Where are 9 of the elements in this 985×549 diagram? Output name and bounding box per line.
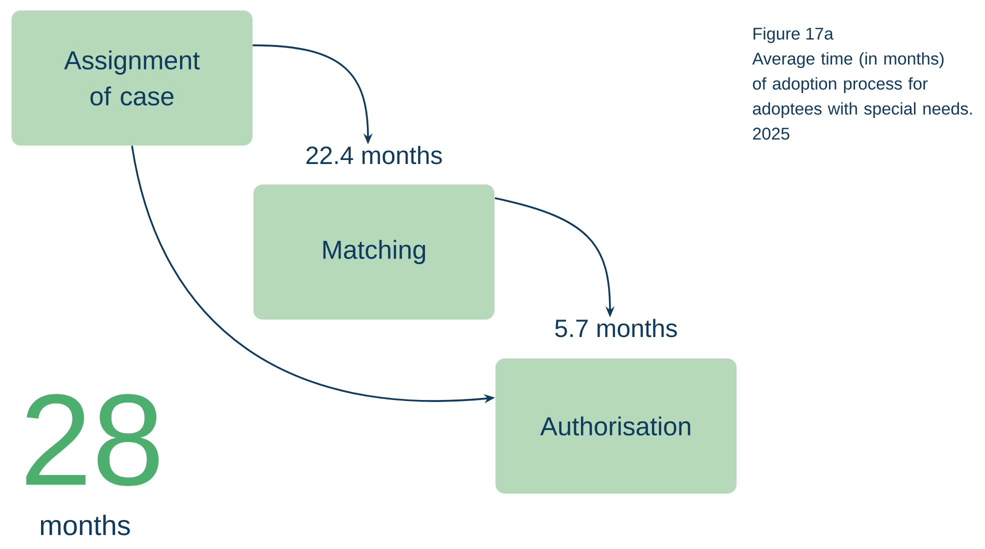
node-label: 5.7 months: [555, 318, 677, 338]
figure-title: Figure 17a: [754, 27, 834, 44]
process-box: 22.4 months Matching: [254, 146, 494, 320]
unit-text: months: [40, 514, 130, 536]
big-number: 28: [26, 394, 159, 486]
node-label: 22.4 months: [306, 146, 442, 164]
process-box: Assignment of case: [12, 10, 252, 146]
caption: Average time (in months) of adoption process for adoptees with special needs. 2025: [752, 52, 972, 140]
process-box: 5.7 months Authorisation: [496, 318, 736, 494]
